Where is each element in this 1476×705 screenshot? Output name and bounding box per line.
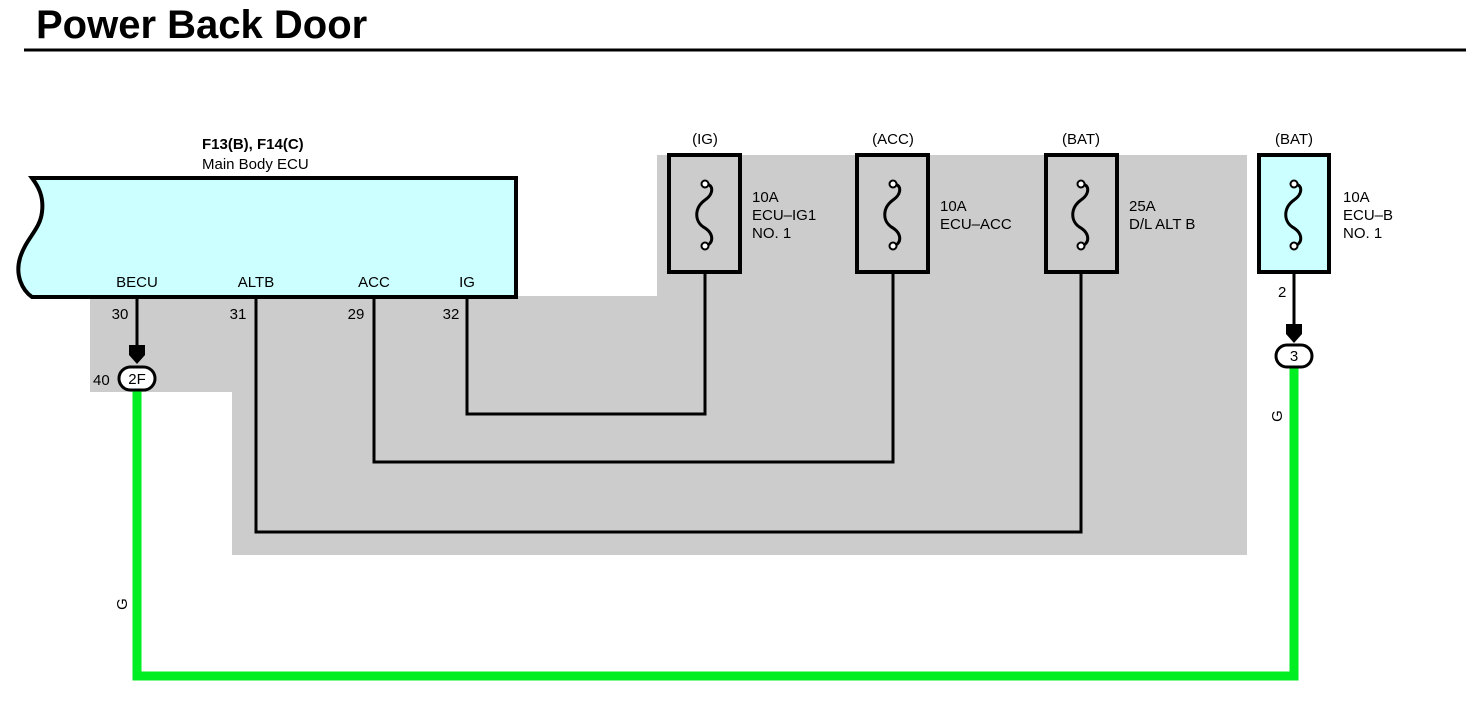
pin-number-29: 29 xyxy=(348,306,365,323)
arrow-down-icon xyxy=(1286,324,1302,343)
fuse-2-terminal-bottom xyxy=(888,241,898,251)
fuse-1-source: (IG) xyxy=(692,131,718,148)
fuse-4-rating: 10A xyxy=(1343,189,1370,206)
main-body-ecu-box xyxy=(16,176,518,299)
fuse-4-source: (BAT) xyxy=(1275,131,1313,148)
wire-color-left: G xyxy=(114,598,131,610)
page-title: Power Back Door xyxy=(36,3,367,47)
fuse-1-terminal-top xyxy=(700,179,710,189)
junction-block-area xyxy=(90,155,1247,555)
fuse-ecu-ig1-box xyxy=(667,153,742,274)
fuse-3-source: (BAT) xyxy=(1062,131,1100,148)
wire-altb xyxy=(254,247,1083,534)
fuse-1-icon xyxy=(695,182,714,248)
junction-2f xyxy=(117,365,157,392)
wire-color-right: G xyxy=(1269,410,1286,422)
ecu-name-label: Main Body ECU xyxy=(202,156,309,173)
fuse-4-pin: 2 xyxy=(1278,284,1286,301)
junction-3 xyxy=(1274,343,1314,369)
fuse-ecu-acc-box xyxy=(855,153,930,274)
fuse-3-name: D/L ALT B xyxy=(1129,216,1195,233)
fuse-1-name2: NO. 1 xyxy=(752,225,791,242)
fuse-3-rating: 25A xyxy=(1129,198,1156,215)
fuse-3-terminal-bottom xyxy=(1076,241,1086,251)
fuse-1-name: ECU–IG1 xyxy=(752,207,816,224)
pin-number-32: 32 xyxy=(443,306,460,323)
junction-2f-label: 2F xyxy=(128,371,146,388)
fuse-4-icon xyxy=(1284,182,1303,248)
junction-2f-pin: 40 xyxy=(93,372,110,389)
fuse-4-name: ECU–B xyxy=(1343,207,1393,224)
fuse-4-terminal-bottom xyxy=(1289,241,1299,251)
ecu-connector-label: F13(B), F14(C) xyxy=(202,136,304,153)
wire-ig xyxy=(465,247,707,416)
fuse-1-rating: 10A xyxy=(752,189,779,206)
pin-number-31: 31 xyxy=(230,306,247,323)
fuse-ecu-b-box xyxy=(1257,153,1331,274)
fuse-3-terminal-top xyxy=(1076,179,1086,189)
fuse-4-terminal-top xyxy=(1289,179,1299,189)
fuse-2-icon xyxy=(883,182,902,248)
fuse-2-name: ECU–ACC xyxy=(940,216,1012,233)
junction-3-label: 3 xyxy=(1290,348,1298,365)
pin-label-becu: BECU xyxy=(116,274,158,291)
green-wire xyxy=(132,366,1299,681)
fuse-2-source: (ACC) xyxy=(872,131,914,148)
wire-acc xyxy=(372,247,895,464)
fuse-2-rating: 10A xyxy=(940,198,967,215)
fuse-4-name2: NO. 1 xyxy=(1343,225,1382,242)
pin-label-acc: ACC xyxy=(358,274,390,291)
fuse-3-icon xyxy=(1071,182,1090,248)
fuse-2-terminal-top xyxy=(888,179,898,189)
fuse-dl-alt-b-box xyxy=(1044,153,1119,274)
arrow-down-icon xyxy=(129,345,145,364)
pin-number-30: 30 xyxy=(112,306,129,323)
fuse-1-terminal-bottom xyxy=(700,241,710,251)
pin-label-ig: IG xyxy=(459,274,475,291)
pin-label-altb: ALTB xyxy=(238,274,274,291)
